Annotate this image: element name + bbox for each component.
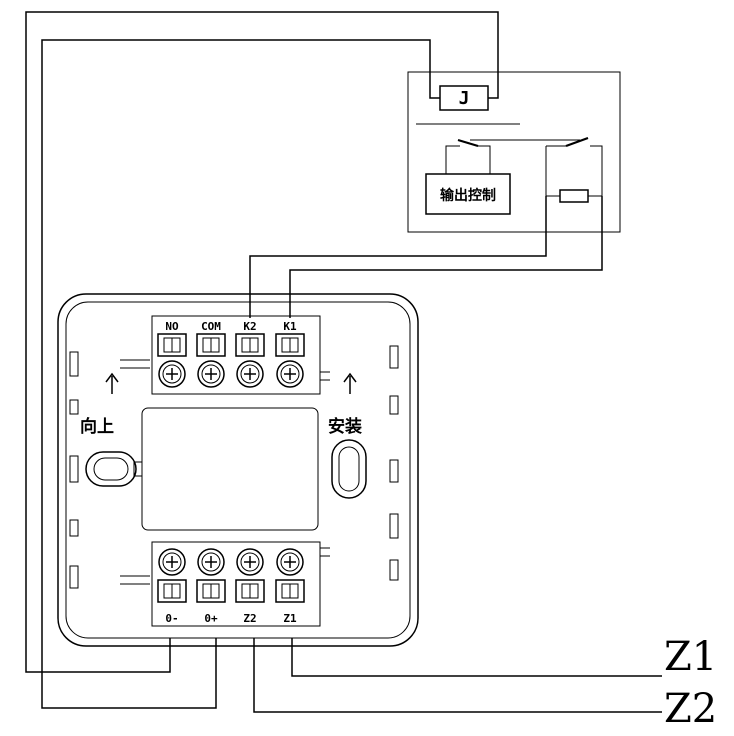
install-direction-left-label: 向上: [80, 416, 114, 437]
clip-right-5: [389, 559, 399, 581]
clip-left-1: [69, 351, 79, 377]
bottom-terminal-screw-head: [280, 552, 300, 572]
center-plate-notch: [133, 461, 142, 477]
clip-right-2: [389, 395, 399, 415]
wire-0plus-to-relay: [41, 39, 440, 709]
module-inner: [65, 301, 411, 639]
top-terminal-block: [120, 315, 330, 395]
top-block-lugs: [120, 359, 330, 381]
output-control-box: [425, 173, 511, 215]
resistor: [559, 189, 589, 203]
terminal-label-z1: Z1: [283, 612, 297, 625]
output-control-contacts: [445, 145, 491, 174]
bottom-terminal-screw-head: [240, 552, 260, 572]
terminal-label-k2: K2: [243, 320, 256, 333]
top-terminal-screw-head: [201, 364, 221, 384]
output-control-label: 输出控制: [440, 187, 496, 204]
clip-left-2: [69, 399, 79, 415]
top-terminal-screw-head: [280, 364, 300, 384]
top-block-frame: [151, 315, 321, 395]
left-contact: [457, 138, 479, 148]
center-plate: [141, 407, 319, 531]
top-terminal-screw-head: [162, 364, 182, 384]
clip-right-3: [389, 459, 399, 483]
clip-right-1: [389, 345, 399, 369]
bottom-terminal-screw-head: [162, 552, 182, 572]
bottom-block-lugs: [120, 547, 330, 585]
top-terminal-screw-head: [240, 364, 260, 384]
relay-coil-label: J: [459, 88, 470, 109]
mount-slot-right-inner: [338, 446, 360, 492]
up-arrow-right: [343, 372, 357, 394]
up-arrow-left: [105, 372, 119, 394]
bottom-block-frame: [151, 541, 321, 627]
mount-slot-right: [331, 439, 367, 499]
relay-coil: [439, 85, 489, 111]
external-wiring: [25, 11, 662, 713]
clip-left-4: [69, 519, 79, 537]
wire-z1: [291, 638, 662, 677]
clip-left-5: [69, 565, 79, 589]
wire-0minus-to-relay: [25, 11, 499, 673]
bottom-terminal-block: [120, 541, 330, 627]
relay-box: J 输出控制: [407, 71, 621, 233]
terminal-label-no: NO: [165, 320, 179, 333]
terminal-label-com: COM: [201, 320, 221, 333]
top-terminal-labels: NO COM K2 K1: [165, 320, 297, 333]
module-outer: [57, 293, 419, 647]
terminal-label-z2: Z2: [243, 612, 256, 625]
mount-slot-left-inner: [93, 457, 129, 481]
bottom-terminal-labels: 0- 0+ Z2 Z1: [165, 612, 297, 625]
relay-box-frame: [407, 71, 621, 233]
clip-right-4: [389, 513, 399, 539]
terminal-label-0minus: 0-: [165, 612, 178, 625]
terminal-label-k1: K1: [283, 320, 297, 333]
terminal-label-0plus: 0+: [204, 612, 218, 625]
wire-k2-to-output: [249, 196, 547, 318]
clip-left-3: [69, 455, 79, 483]
wire-z2: [253, 638, 662, 713]
module-housing: 向上 安装: [57, 293, 419, 647]
right-contact: [565, 136, 589, 148]
mount-slot-left: [85, 451, 137, 487]
output-relay-loop: [545, 145, 603, 197]
bottom-terminal-screw-head: [201, 552, 221, 572]
bus-label-z1: Z1: [664, 634, 717, 680]
install-direction-right-label: 安装: [328, 416, 362, 437]
bus-label-z2: Z2: [664, 686, 717, 732]
